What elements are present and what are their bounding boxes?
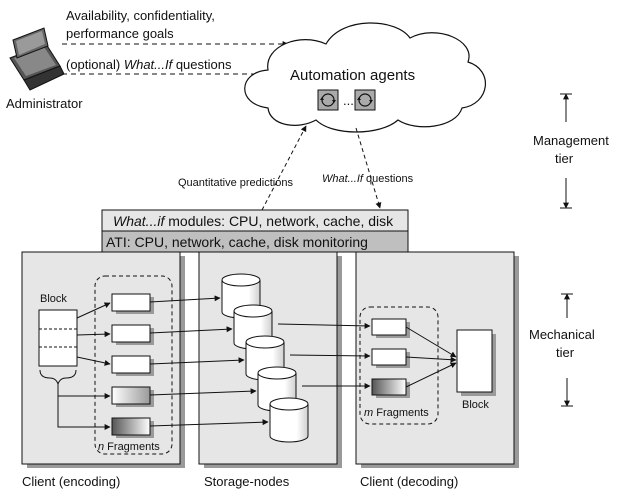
predictions-label: Quantitative predictions bbox=[178, 177, 293, 189]
modules-italic: What...if bbox=[113, 213, 166, 229]
write-arrows bbox=[149, 295, 269, 427]
m-fragments-group bbox=[359, 306, 439, 425]
whatif-text: (optional) What...If questions bbox=[66, 57, 232, 72]
agent-icon bbox=[317, 89, 339, 111]
mechanical-tier-line1: Mechanical bbox=[529, 327, 595, 342]
questions-label: What...If questions bbox=[322, 173, 414, 185]
laptop-icon bbox=[9, 27, 65, 91]
management-tier-line1: Management bbox=[533, 133, 609, 148]
whatif-italic: What...If bbox=[124, 57, 174, 72]
m-fragments-rest: Fragments bbox=[373, 407, 429, 419]
fragment-box bbox=[371, 348, 410, 368]
n-italic: n bbox=[98, 441, 104, 453]
encoding-block bbox=[38, 309, 78, 367]
management-tier-line2: tier bbox=[555, 151, 574, 166]
read-arrows bbox=[277, 322, 371, 389]
n-fragments-group bbox=[94, 275, 173, 455]
fragment-box bbox=[111, 293, 154, 314]
parity-fragment-box bbox=[371, 378, 410, 398]
management-tier-bracket bbox=[560, 93, 572, 209]
encoding-block-label: Block bbox=[40, 293, 67, 305]
fragment-box bbox=[371, 318, 410, 338]
combine-arrows bbox=[405, 326, 457, 388]
parity-fragment-box bbox=[111, 417, 154, 438]
m-fragments-label: m Fragments bbox=[364, 407, 429, 419]
decoding-caption: Client (decoding) bbox=[360, 474, 458, 489]
questions-arrow bbox=[355, 127, 382, 209]
whatif-modules-text: What...if modules: CPU, network, cache, … bbox=[113, 213, 394, 229]
disk-icon bbox=[269, 397, 309, 443]
n-fragments-label: n Fragments bbox=[98, 441, 160, 453]
encoding-arrows bbox=[57, 302, 111, 430]
whatif-suffix: questions bbox=[172, 57, 232, 72]
goals-text-line1: Availability, confidentiality, bbox=[66, 8, 215, 23]
agents-ellipsis: ... bbox=[343, 93, 354, 108]
ati-text: ATI: CPU, network, cache, disk monitorin… bbox=[106, 234, 368, 250]
modules-rest: modules: CPU, network, cache, disk bbox=[164, 213, 394, 229]
fragment-box bbox=[111, 355, 154, 376]
n-fragments-rest: Fragments bbox=[104, 441, 160, 453]
decoded-block bbox=[456, 329, 496, 396]
automation-agents-cloud bbox=[244, 22, 486, 133]
automation-agents-title: Automation agents bbox=[290, 67, 415, 84]
administrator-label: Administrator bbox=[6, 96, 83, 111]
mechanical-tier-bracket bbox=[561, 293, 573, 407]
predictions-arrow bbox=[261, 125, 307, 211]
m-italic: m bbox=[364, 407, 373, 419]
decoding-block-label: Block bbox=[462, 399, 489, 411]
agent-icon bbox=[354, 89, 376, 111]
goals-text-line2: performance goals bbox=[66, 26, 174, 41]
fragment-box bbox=[111, 324, 154, 345]
encoding-caption: Client (encoding) bbox=[22, 474, 120, 489]
storage-caption: Storage-nodes bbox=[204, 474, 290, 489]
questions-italic: What...If bbox=[322, 173, 364, 185]
whatif-prefix: (optional) bbox=[66, 57, 124, 72]
parity-fragment-box bbox=[111, 386, 154, 407]
questions-suffix: questions bbox=[363, 173, 414, 185]
mechanical-tier-line2: tier bbox=[556, 345, 575, 360]
